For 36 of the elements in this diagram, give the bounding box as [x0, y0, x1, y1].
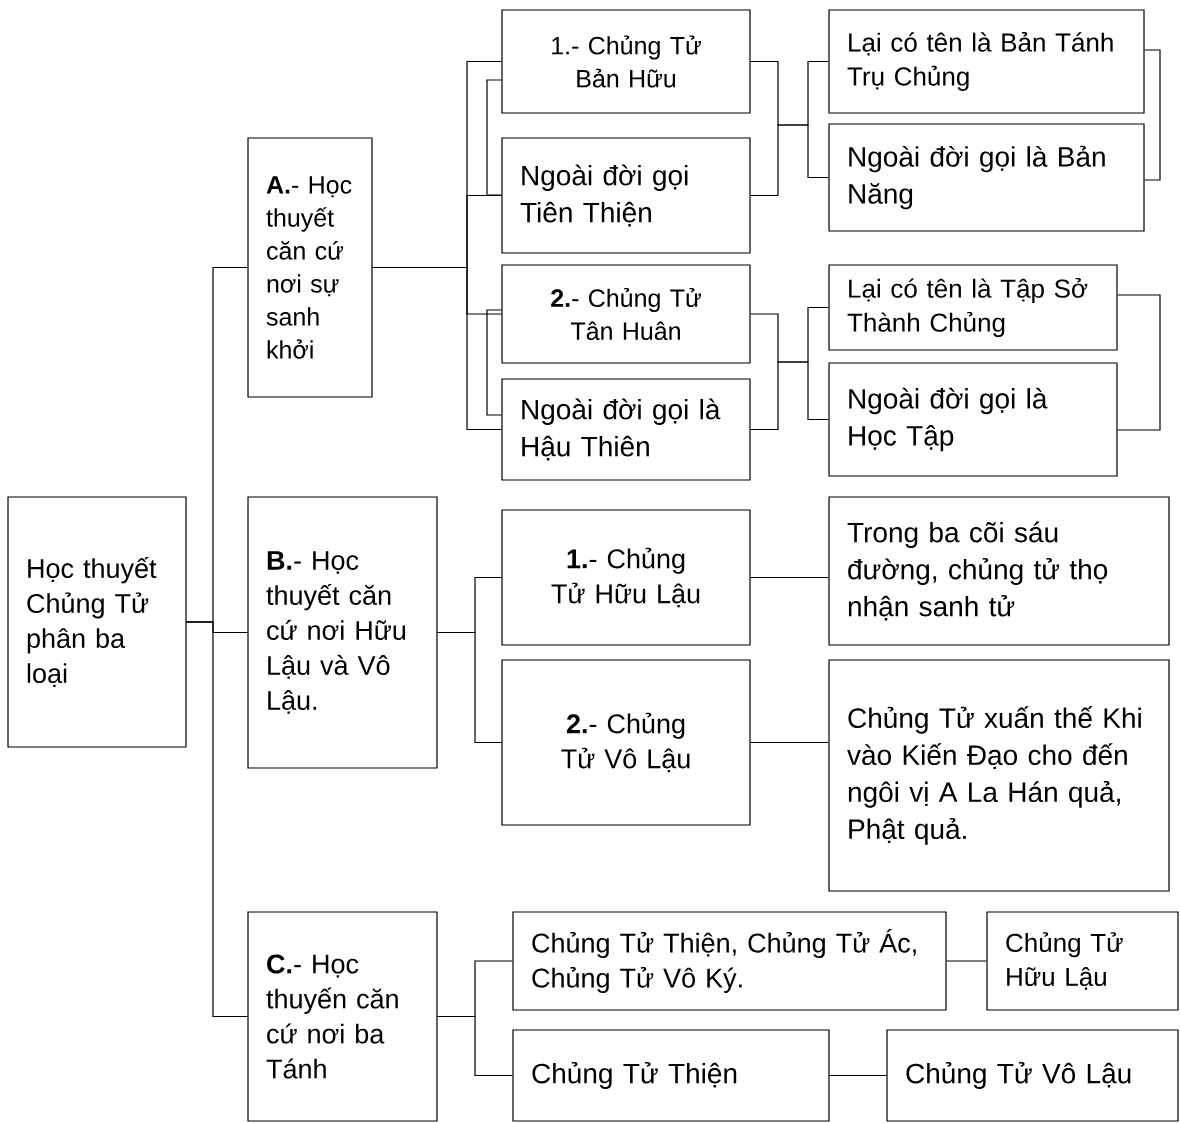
connector-line [486, 309, 502, 416]
connector-line [437, 1015, 513, 1077]
text-box: 1.- Chủng Tử Bản Hữu [501, 9, 751, 114]
text-box: 1.- Chủng Tử Hữu Lậu [501, 509, 751, 646]
text-box: Trong ba cõi sáu đường, chủng tử thọ nhận sanh tử [828, 496, 1170, 646]
text-box: 2.- Chủng Tử Vô Lậu [501, 659, 751, 826]
text-box: Lại có tên là Tập Sở Thành Chủng [828, 264, 1118, 351]
text-box: Ngoài đời gọi là Bản Năng [828, 123, 1145, 232]
text-box: A.- Học thuyết căn cứ nơi sự sanh khởi [247, 137, 373, 398]
connector-line [750, 576, 829, 579]
connector-line [750, 741, 829, 744]
text-box: B.- Học thuyết căn cứ nơi Hữu Lậu và Vô Lậu. [247, 496, 438, 769]
text-box: Chủng Tử Vô Lậu [886, 1029, 1179, 1122]
connector-line [1117, 294, 1161, 431]
text-box: Chủng Tử Hữu Lậu [986, 911, 1179, 1011]
text-box: Chủng Tử xuấn thế Khi vào Kiến Đạo cho đến ngôi vị A La Hán quả, Phật quả. [828, 659, 1170, 892]
connector-line [437, 631, 502, 744]
text-box: Ngoài đời gọi Tiên Thiện [501, 137, 751, 254]
text-box: Ngoài đời gọi là Hậu Thiên [501, 378, 751, 481]
text-box: Chủng Tử Thiện [512, 1029, 830, 1122]
connector-line [750, 124, 829, 197]
connector-line [750, 361, 829, 431]
connector-line [750, 306, 829, 363]
text-box: Lại có tên là Bản Tánh Trụ Chủng [828, 9, 1145, 114]
text-box: C.- Học thuyến căn cứ nơi ba Tánh [247, 911, 438, 1122]
text-box: Chủng Tử Thiện, Chủng Tử Ác, Chủng Tử Vô Ký. [512, 911, 947, 1011]
text-box: 2.- Chủng Tử Tân Huân [501, 264, 751, 364]
connector-line [372, 266, 502, 431]
connector-line [946, 960, 987, 962]
connector-line [1144, 49, 1161, 181]
connector-line [486, 79, 502, 196]
connector-line [750, 60, 829, 126]
text-box: Ngoài đời gọi là Học Tập [828, 362, 1118, 477]
text-box: Học thuyết Chủng Tử phân ba loại [7, 496, 187, 748]
connector-line [186, 621, 248, 1018]
connector-line [829, 1074, 887, 1077]
